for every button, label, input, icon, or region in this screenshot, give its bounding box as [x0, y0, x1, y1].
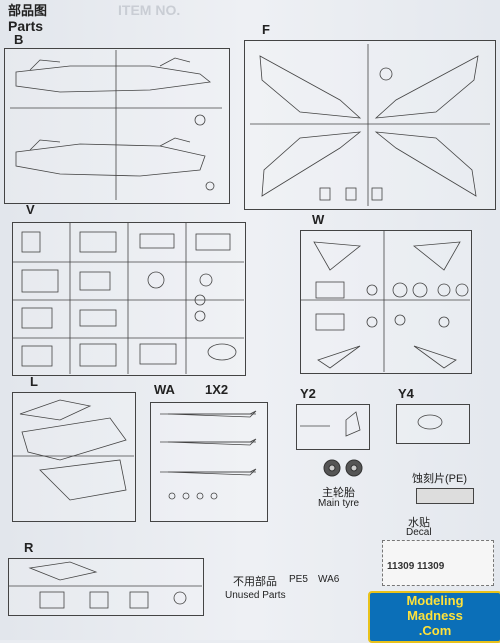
logo-line-2: Madness: [407, 608, 463, 623]
sprue-w: [300, 230, 472, 374]
sprue-label-y2: Y2: [300, 386, 316, 401]
decal-label-cn: 水贴: [408, 517, 430, 529]
sprue-r: [8, 558, 204, 616]
title-cn: 部品图: [8, 3, 48, 18]
unused-pe: PE5: [289, 574, 308, 585]
modeling-madness-logo: Modeling Madness .Com: [368, 591, 500, 643]
sprue-label-f: F: [262, 22, 270, 37]
sprue-label-wa: WA: [154, 382, 175, 397]
logo-line-3: .Com: [418, 623, 452, 638]
decal-sheet: 11309 11309: [382, 540, 494, 586]
sprue-label-l: L: [30, 374, 38, 389]
decal-numbers: 11309 11309: [387, 561, 445, 572]
sprue-y2: [296, 404, 370, 450]
sprue-label-v: V: [26, 202, 35, 217]
pe-fret: [416, 488, 474, 504]
sprue-v: [12, 222, 246, 376]
sprue-wa: [150, 402, 268, 522]
unused-wa: WA6: [318, 574, 340, 585]
unused-label-cn: 不用部品: [233, 576, 277, 588]
sprue-y4: [396, 404, 470, 444]
decal-label-en: Decal: [406, 527, 432, 538]
sprue-label-r: R: [24, 540, 34, 555]
sprue-label-y4: Y4: [398, 386, 414, 401]
sprue-b: [4, 48, 230, 204]
tyre-label-en: Main tyre: [318, 498, 360, 509]
faded-item-no: ITEM NO.: [118, 2, 181, 18]
title-en: Parts: [8, 18, 44, 34]
sprue-label-w: W: [312, 212, 325, 227]
main-tyre-icons: [323, 459, 363, 477]
sprue-label-b: B: [14, 32, 24, 47]
tyre-label-cn: 主轮胎: [322, 487, 355, 499]
pe-label: 蚀刻片(PE): [412, 473, 467, 485]
sprue-qty-label: 1X2: [205, 382, 229, 397]
logo-line-1: Modeling: [406, 593, 464, 608]
unused-label-en: Unused Parts: [225, 590, 286, 601]
